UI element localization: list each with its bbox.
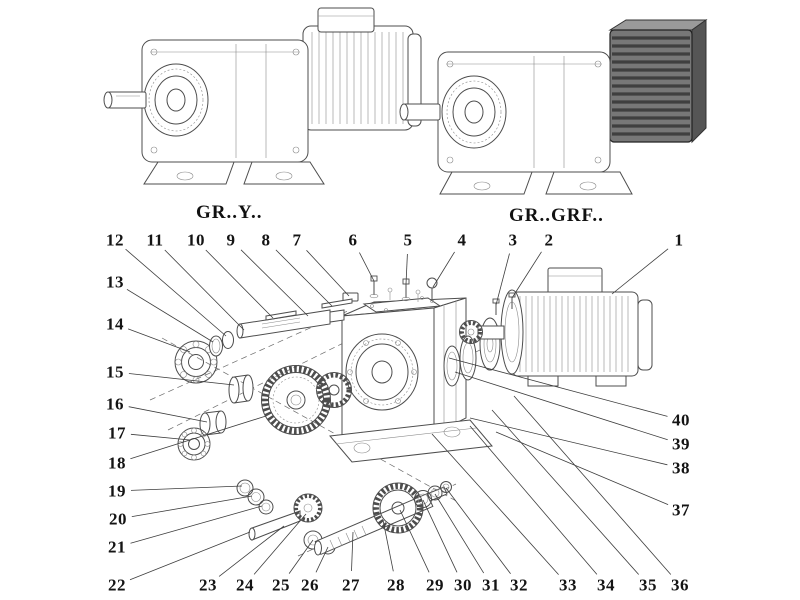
part-number-23: 23 [199,575,217,595]
part-number-20: 20 [109,509,127,529]
part-number-24: 24 [236,575,254,595]
part-number-37: 37 [672,500,690,520]
assembled-view-gr-y [103,7,422,185]
leader-line-18 [130,415,267,460]
part-number-10: 10 [187,230,205,250]
part-number-13: 13 [106,272,124,292]
leader-line-5 [405,253,408,285]
part-number-29: 29 [426,575,444,595]
leader-line-8 [275,249,333,307]
part-number-40: 40 [672,410,690,430]
leader-line-15 [128,373,235,386]
part-number-30: 30 [454,575,472,595]
leader-line-23 [218,525,285,577]
leader-line-33 [431,433,559,575]
part-number-11: 11 [146,230,164,250]
part-number-7: 7 [292,230,302,250]
leader-line-1 [611,248,669,295]
part-number-32: 32 [510,575,528,595]
leader-line-30 [422,499,458,573]
leader-line-31 [434,493,485,574]
part-number-22: 22 [108,575,126,595]
gear-set [177,365,352,461]
part-number-21: 21 [108,537,126,557]
leader-line-32 [445,487,511,575]
part-number-39: 39 [672,434,690,454]
leader-line-3 [495,253,510,306]
leader-line-28 [382,519,394,572]
part-number-31: 31 [482,575,500,595]
leader-line-9 [240,249,309,317]
motor [459,267,653,387]
part-number-3: 3 [508,230,518,250]
part-number-6: 6 [348,230,358,250]
leader-line-14 [127,328,191,353]
part-number-26: 26 [301,575,319,595]
part-number-35: 35 [639,575,657,595]
part-number-28: 28 [387,575,405,595]
part-number-36: 36 [671,575,689,595]
part-number-34: 34 [597,575,615,595]
part-number-2: 2 [544,230,554,250]
part-number-8: 8 [261,230,271,250]
leader-line-2 [511,251,542,299]
part-number-15: 15 [106,362,124,382]
part-number-9: 9 [226,230,236,250]
gear-housing [329,296,493,463]
output-shaft-assembly [236,479,452,556]
leader-line-4 [432,251,455,288]
leader-line-7 [306,250,350,297]
leader-line-40 [448,357,668,417]
leader-line-29 [399,509,430,573]
part-number-16: 16 [106,394,124,414]
part-number-18: 18 [108,453,126,473]
leader-line-39 [454,371,668,441]
part-number-12: 12 [106,230,124,250]
leader-line-19 [130,485,243,491]
part-number-4: 4 [457,230,467,250]
part-number-19: 19 [108,481,126,501]
part-number-14: 14 [106,314,124,334]
leader-line-26 [315,546,329,573]
leader-line-17 [130,433,191,441]
leader-line-36 [513,395,672,575]
leader-line-13 [126,288,214,343]
leader-line-37 [495,431,669,505]
leader-line-12 [125,248,227,337]
leader-line-25 [288,539,314,574]
leader-line-34 [469,425,598,575]
assembled-view-gr-grf [399,19,708,195]
variant-label-gr-grf: GR..GRF.. [509,205,604,226]
part-number-38: 38 [672,458,690,478]
leader-line-21 [130,505,263,544]
leader-line-38 [469,417,668,466]
part-number-5: 5 [403,230,413,250]
part-number-25: 25 [272,575,290,595]
part-number-33: 33 [559,575,577,595]
exploded-view [149,267,653,557]
leader-line-35 [491,409,639,575]
part-number-17: 17 [108,423,126,443]
part-number-27: 27 [342,575,360,595]
leader-line-11 [164,249,245,331]
input-shaft-assembly [174,298,353,404]
variant-label-gr-y: GR..Y.. [196,202,263,223]
leader-line-6 [359,252,375,282]
leader-line-10 [205,249,274,319]
leader-line-16 [128,406,208,423]
leader-line-24 [253,513,307,575]
leader-line-20 [131,495,253,517]
part-number-1: 1 [674,230,684,250]
leader-line-27 [351,531,354,572]
leader-line-22 [129,531,251,581]
